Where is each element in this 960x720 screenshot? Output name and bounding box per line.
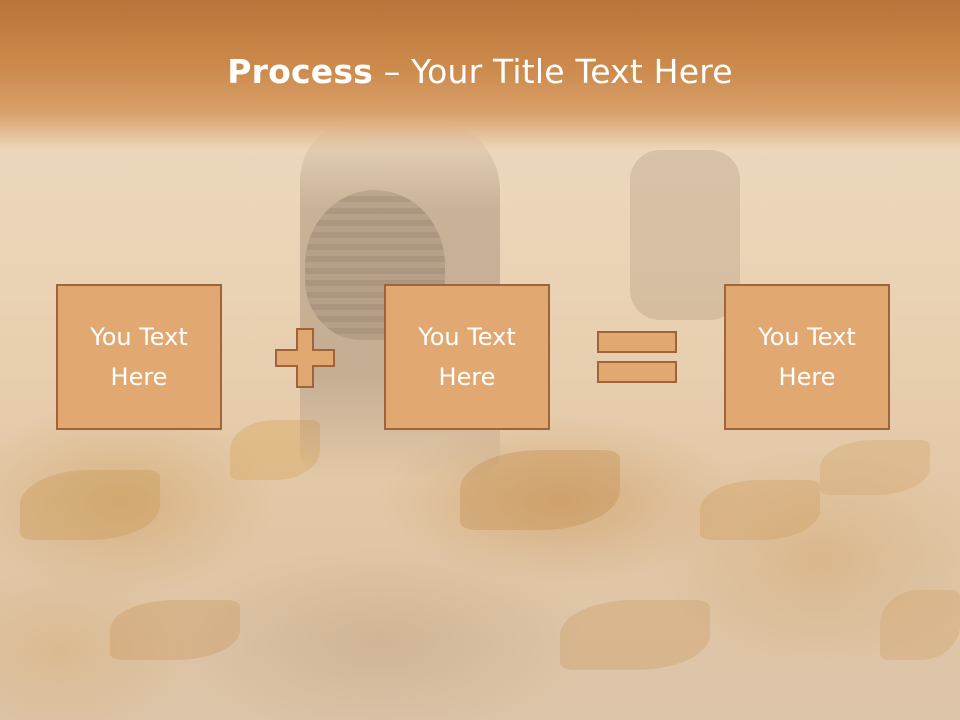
title-bold: Process [227,52,374,91]
background-leaf [820,440,930,495]
plus-icon [275,328,335,388]
background-leaf [700,480,820,540]
title-rest: – Your Title Text Here [373,52,733,91]
background-leaf [880,590,960,660]
background-leaf [230,420,320,480]
equals-icon [597,331,677,383]
page-title: Process – Your Title Text Here [0,52,960,91]
title-band [0,0,960,150]
process-box-2-text: You Text Here [418,323,516,391]
background-leaf [110,600,240,660]
process-box-1-text: You Text Here [90,323,188,391]
process-box-1[interactable]: You Text Here [56,284,222,430]
second-leg-silhouette [630,150,740,320]
process-box-2[interactable]: You Text Here [384,284,550,430]
background-leaf [560,600,710,670]
process-box-3[interactable]: You Text Here [724,284,890,430]
background-leaf [20,470,160,540]
process-box-3-text: You Text Here [758,323,856,391]
background-leaf [460,450,620,530]
